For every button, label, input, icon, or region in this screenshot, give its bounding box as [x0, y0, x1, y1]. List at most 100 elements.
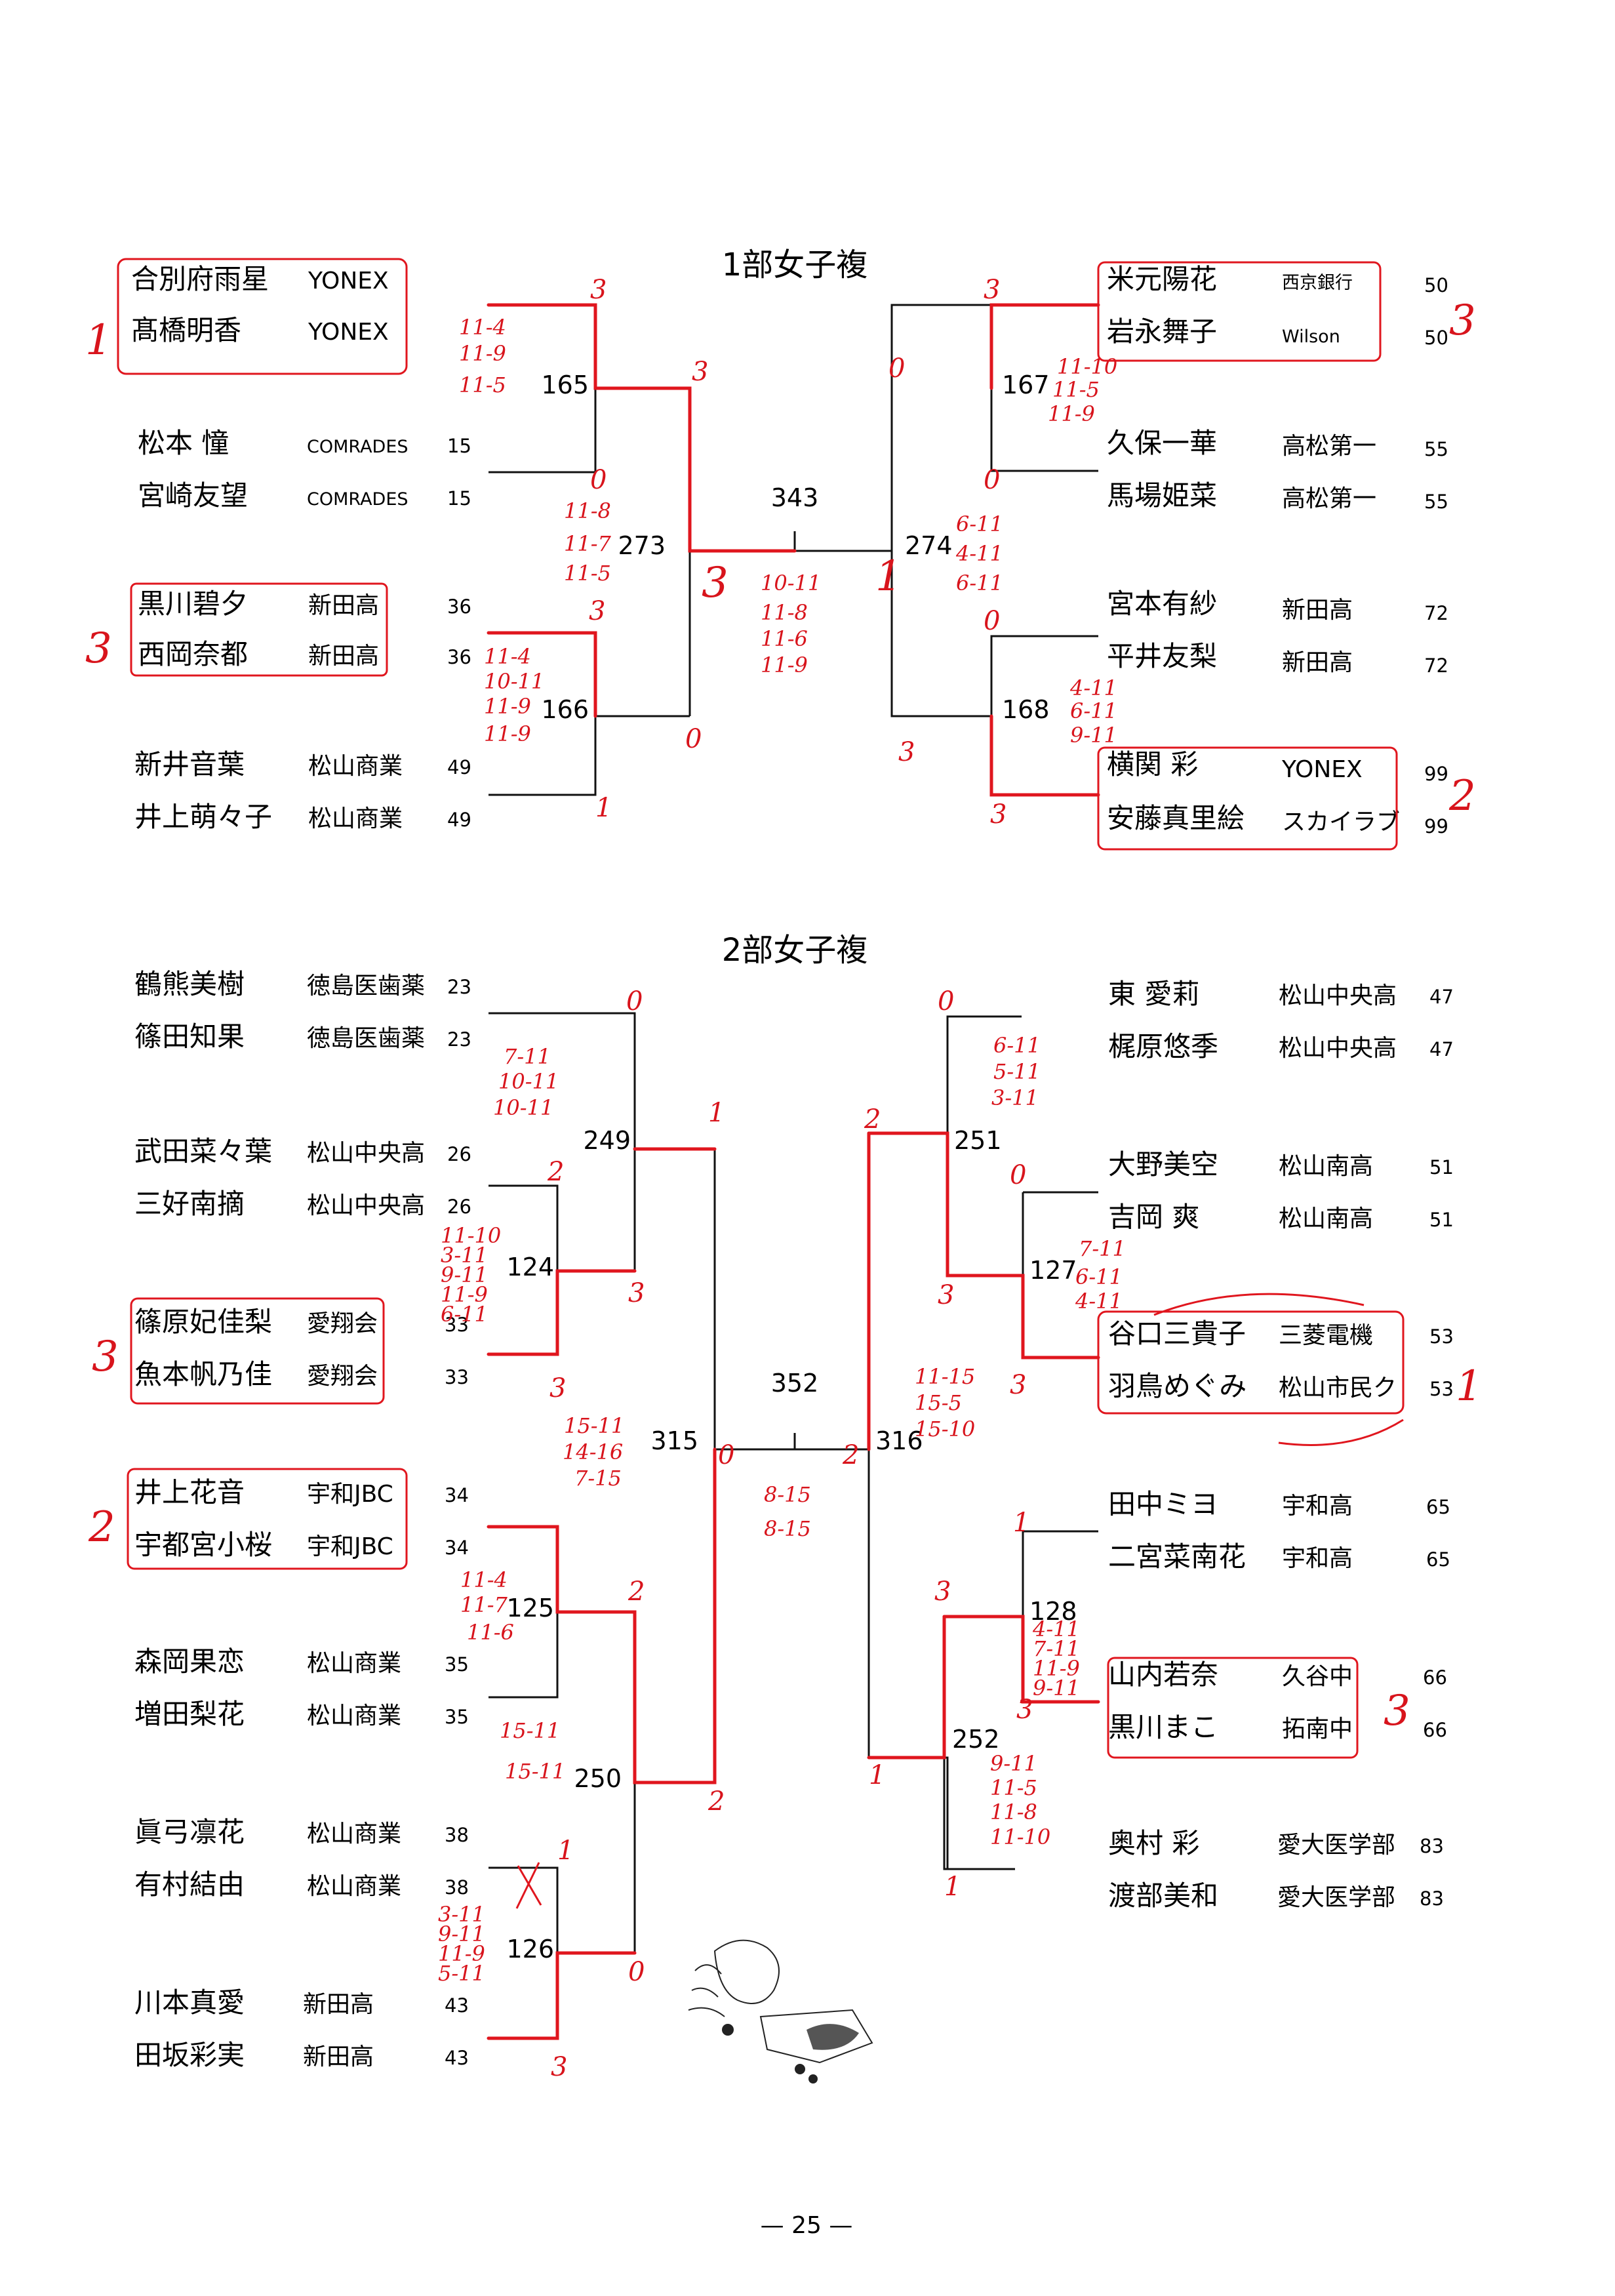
game-count: 2	[628, 1577, 645, 1607]
score-line: 4-11	[1069, 675, 1117, 700]
player-name: 松本 憧	[138, 427, 229, 459]
score-line: 11-9	[484, 721, 531, 746]
score-line: 9-11	[990, 1751, 1037, 1776]
player-club: 松山中央高	[1279, 982, 1397, 1009]
player-name: 黒川まこ	[1108, 1711, 1218, 1743]
player-club: 松山市民ク	[1279, 1375, 1397, 1401]
player-club: スカイラブ	[1282, 809, 1400, 836]
game-count: 0	[628, 1957, 645, 1987]
score-line: 11-5	[990, 1775, 1037, 1800]
player-seed: 38	[445, 1876, 469, 1899]
place-mark: 2	[88, 1503, 115, 1552]
match-number: 125	[506, 1594, 554, 1622]
game-count: 3	[938, 1280, 954, 1310]
player-seed: 35	[445, 1706, 469, 1728]
player-seed: 47	[1429, 986, 1454, 1008]
player-seed: 55	[1424, 438, 1448, 460]
player-club: 松山南高	[1279, 1205, 1373, 1232]
score-line: 7-11	[1079, 1236, 1126, 1261]
score-line: 6-11	[993, 1033, 1041, 1058]
match-number: 352	[771, 1369, 819, 1398]
game-count: 3	[551, 2052, 567, 2082]
game-count: 0	[1010, 1160, 1026, 1190]
score-line: 7-15	[574, 1466, 622, 1491]
player-name: 渡部美和	[1108, 1880, 1218, 1912]
player-club: 松山中央高	[307, 1192, 425, 1219]
score-line: 11-4	[484, 644, 531, 669]
place-mark: 3	[1384, 1687, 1410, 1735]
score-line: 11-7	[564, 531, 612, 556]
decorative-illustration	[688, 1939, 873, 2084]
player-club: 久谷中	[1282, 1663, 1353, 1690]
score-line: 6-11	[441, 1302, 488, 1327]
player-club: 宇和高	[1282, 1545, 1353, 1572]
player-name: 合別府雨星	[131, 263, 269, 295]
score-line: 3-11	[438, 1902, 485, 1927]
score-line: 4-11	[955, 541, 1003, 566]
player-club: 愛大医学部	[1277, 1832, 1395, 1859]
score-line: 9-11	[438, 1922, 485, 1946]
player-club: 新田高	[303, 2044, 374, 2070]
game-count: 0	[888, 353, 905, 384]
division1-left-players: 合別府雨星 YONEX 髙橋明香 YONEX 松本 憧 COMRADES 15 …	[131, 263, 471, 833]
match-number: 167	[1002, 371, 1050, 399]
division1-winner-paths	[487, 303, 1100, 797]
player-club: 高松第一	[1282, 433, 1376, 460]
player-name: 平井友梨	[1107, 640, 1217, 672]
score-line: 14-16	[563, 1440, 623, 1464]
player-club: 新田高	[308, 643, 379, 670]
player-seed: 83	[1420, 1887, 1444, 1910]
game-count: 3	[1010, 1370, 1026, 1400]
player-seed: 49	[447, 756, 471, 778]
player-seed: 65	[1426, 1548, 1450, 1571]
player-seed: 47	[1429, 1038, 1454, 1060]
player-name: 有村結由	[134, 1868, 245, 1901]
score-line: 11-9	[1048, 401, 1095, 426]
place-mark: 3	[1449, 296, 1476, 345]
player-name: 二宮菜南花	[1108, 1541, 1246, 1573]
player-seed: 50	[1424, 274, 1448, 296]
score-line: 5-11	[993, 1059, 1041, 1084]
division1-match-numbers: 343 273 274 165 166 167 168	[541, 371, 1049, 724]
match-number: 252	[952, 1725, 1000, 1754]
player-seed: 23	[447, 976, 471, 998]
player-club: 松山商業	[307, 1702, 401, 1729]
place-mark: 1	[1456, 1362, 1483, 1411]
player-seed: 26	[447, 1196, 471, 1218]
score-line: 11-9	[1033, 1656, 1080, 1681]
division2-annotations: 3 2 1 3 7-11 10-11 10-11 11-10 3-11 9-11…	[88, 986, 1483, 2082]
score-line: 9-11	[1033, 1676, 1080, 1701]
score-line: 11-4	[459, 315, 506, 340]
game-count: 0	[984, 465, 1000, 495]
player-club: 松山商業	[307, 1873, 401, 1900]
player-name: 吉岡 爽	[1108, 1201, 1199, 1233]
game-count: 1	[557, 1836, 574, 1866]
player-club: 松山南高	[1279, 1153, 1373, 1180]
match-number: 165	[541, 371, 589, 399]
score-line: 9-11	[441, 1262, 488, 1287]
score-line: 6-11	[1070, 698, 1117, 723]
player-name: 髙橋明香	[131, 314, 241, 346]
game-count: 2	[842, 1440, 859, 1470]
player-seed: 49	[447, 809, 471, 831]
game-count: 3	[628, 1278, 645, 1308]
player-seed: 50	[1424, 327, 1448, 349]
game-count: 2	[708, 1786, 725, 1817]
player-name: 東 愛莉	[1108, 978, 1199, 1010]
score-line: 11-8	[761, 600, 808, 625]
match-number: 315	[650, 1426, 698, 1455]
place-mark: 1	[85, 316, 112, 365]
result-box	[117, 258, 408, 375]
player-seed: 26	[447, 1143, 471, 1165]
player-name: 魚本帆乃佳	[134, 1358, 272, 1390]
score-line: 7-11	[504, 1044, 551, 1069]
player-club: 松山商業	[307, 1821, 401, 1847]
player-club: 徳島医歯薬	[307, 1025, 425, 1052]
score-line: 11-9	[459, 341, 506, 366]
player-name: 三好南摘	[134, 1188, 245, 1220]
player-name: 米元陽花	[1107, 263, 1217, 295]
player-seed: 72	[1424, 655, 1448, 677]
game-count: 1	[944, 1872, 961, 1902]
player-seed: 34	[445, 1537, 469, 1559]
player-name: 岩永舞子	[1107, 315, 1217, 348]
